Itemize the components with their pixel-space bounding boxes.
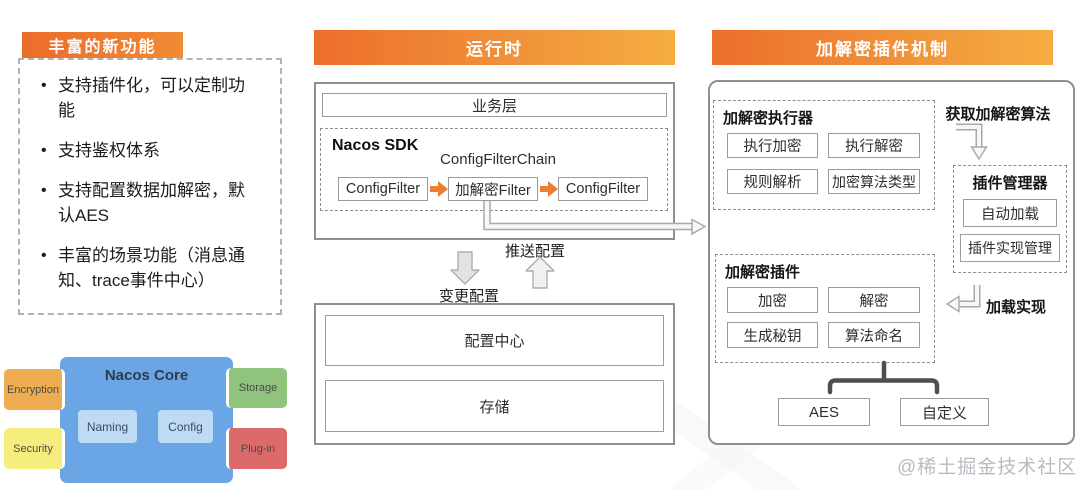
feature-text: 支持插件化，可以定制功能 — [58, 76, 245, 120]
feature-text: 支持鉴权体系 — [58, 141, 160, 160]
config-center-box: 配置中心 — [325, 315, 664, 366]
core-module-naming: Naming — [78, 410, 137, 443]
core-tab-encryption: Encryption — [4, 369, 65, 410]
left-panel-title-banner: 丰富的新功能 — [22, 32, 183, 58]
runtime-title-banner: 运行时 — [314, 30, 675, 65]
config-filter-box: ConfigFilter — [338, 177, 428, 201]
list-item: 丰富的场景功能（消息通知、trace事件中心） — [34, 243, 266, 293]
feature-text: 支持配置数据加解密，默认AES — [58, 181, 245, 225]
list-item: 支持配置数据加解密，默认AES — [34, 178, 266, 228]
push-config-label: 推送配置 — [505, 243, 566, 260]
storage-layer-box: 存储 — [325, 380, 664, 432]
change-config-label: 变更配置 — [438, 288, 499, 305]
crypto-plugin-title: 加解密插件 — [725, 264, 801, 281]
business-layer-box: 业务层 — [322, 93, 667, 117]
change-config-arrow-icon — [450, 251, 480, 285]
left-panel-title: 丰富的新功能 — [48, 39, 157, 56]
feature-text: 丰富的场景功能（消息通知、trace事件中心） — [58, 246, 245, 290]
list-item: 支持鉴权体系 — [34, 138, 266, 163]
executor-item: 执行解密 — [828, 133, 920, 158]
executor-item: 规则解析 — [727, 169, 818, 194]
manager-item: 插件实现管理 — [960, 234, 1060, 262]
list-item: 支持插件化，可以定制功能 — [34, 73, 266, 123]
config-filter-box: ConfigFilter — [558, 177, 648, 201]
load-impl-label: 加载实现 — [986, 299, 1047, 316]
nacos-sdk-label: Nacos SDK — [332, 137, 419, 154]
core-module-config: Config — [158, 410, 213, 443]
site-watermark: @稀土掘金技术社区 — [897, 457, 1078, 478]
core-tab-security: Security — [4, 428, 65, 469]
core-tab-plugin: Plug-in — [226, 428, 287, 469]
crypto-filter-box: 加解密Filter — [448, 177, 538, 201]
feature-list-box: 支持插件化，可以定制功能 支持鉴权体系 支持配置数据加解密，默认AES 丰富的场… — [18, 58, 282, 315]
plugin-item: 加密 — [727, 287, 818, 313]
executor-item: 执行加密 — [727, 133, 818, 158]
plugin-item: 算法命名 — [828, 322, 920, 348]
nacos-core-title: Nacos Core — [104, 367, 189, 384]
impl-aes-box: AES — [778, 398, 870, 426]
config-filter-chain-label: ConfigFilterChain — [440, 151, 556, 168]
executor-item: 加密算法类型 — [828, 169, 920, 194]
impl-custom-box: 自定义 — [900, 398, 989, 426]
plugin-title: 加解密插件机制 — [816, 40, 949, 59]
plugin-title-banner: 加解密插件机制 — [712, 30, 1053, 65]
runtime-title: 运行时 — [466, 40, 523, 59]
core-tab-storage: Storage — [226, 368, 287, 408]
manager-item: 自动加载 — [963, 199, 1057, 227]
plugin-manager-title: 插件管理器 — [972, 175, 1048, 192]
plugin-item: 生成秘钥 — [727, 322, 818, 348]
fetch-algorithm-label: 获取加解密算法 — [945, 106, 1051, 123]
plugin-item: 解密 — [828, 287, 920, 313]
executor-title: 加解密执行器 — [723, 110, 814, 127]
push-config-arrow-icon — [525, 256, 555, 289]
